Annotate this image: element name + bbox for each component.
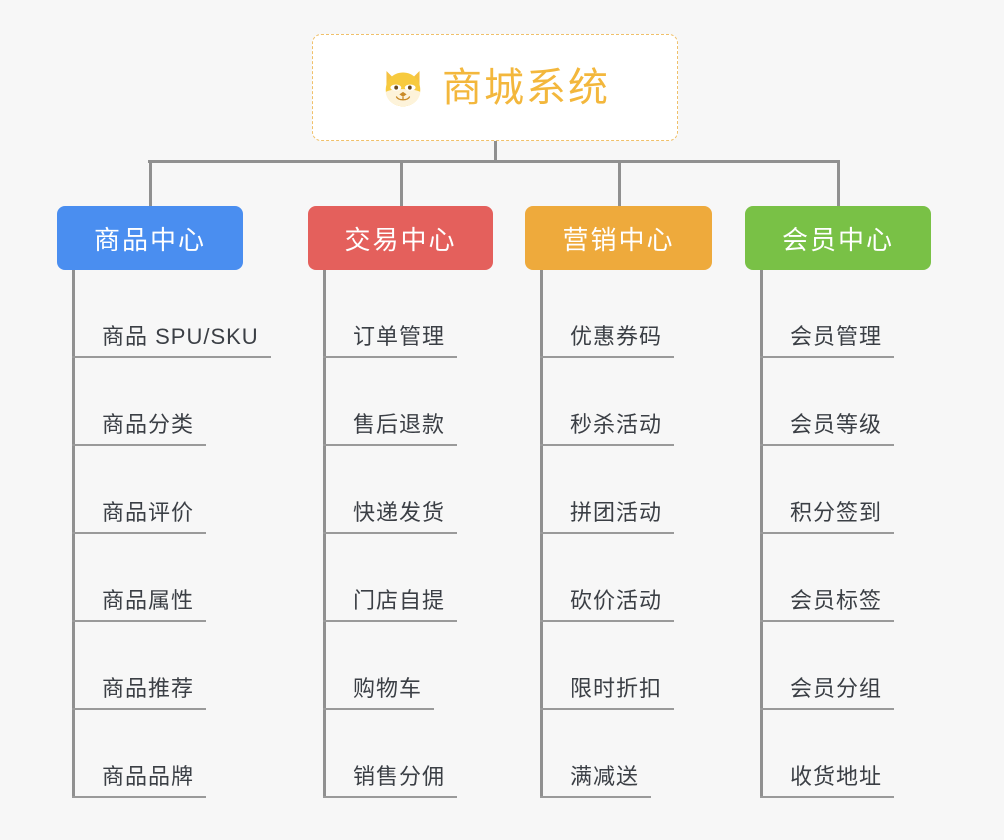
branch-header-label: 商品中心 [93, 224, 206, 255]
leaf-item-label: 快递发货 [323, 502, 458, 534]
branch-rail-4 [760, 270, 763, 798]
root-node[interactable]: 商城系统 [312, 34, 678, 141]
leaf-item[interactable]: 会员等级 [760, 358, 895, 446]
branch-header-label: 交易中心 [344, 224, 457, 255]
leaf-item[interactable]: 商品分类 [72, 358, 271, 446]
leaf-item-label: 会员管理 [760, 326, 895, 358]
branch-rail-3 [540, 270, 543, 798]
leaf-item-label: 商品推荐 [72, 678, 207, 710]
leaf-item[interactable]: 拼团活动 [540, 446, 675, 534]
connector-drop-2 [400, 160, 403, 208]
leaf-item[interactable]: 会员分组 [760, 622, 895, 710]
leaf-item[interactable]: 会员管理 [760, 270, 895, 358]
leaf-item-label: 满减送 [540, 766, 652, 798]
leaf-item-label: 砍价活动 [540, 590, 675, 622]
leaf-item[interactable]: 商品推荐 [72, 622, 271, 710]
leaf-item-label: 门店自提 [323, 590, 458, 622]
leaf-item[interactable]: 秒杀活动 [540, 358, 675, 446]
leaf-item-label: 售后退款 [323, 414, 458, 446]
connector-drop-4 [837, 160, 840, 208]
connector-drop-3 [618, 160, 621, 208]
connector-drop-1 [149, 160, 152, 208]
leaf-item-label: 限时折扣 [540, 678, 675, 710]
leaf-item[interactable]: 限时折扣 [540, 622, 675, 710]
leaf-item[interactable]: 砍价活动 [540, 534, 675, 622]
leaf-item[interactable]: 门店自提 [323, 534, 458, 622]
leaf-item[interactable]: 优惠券码 [540, 270, 675, 358]
leaf-item[interactable]: 商品 SPU/SKU [72, 270, 271, 358]
leaf-item-label: 秒杀活动 [540, 414, 675, 446]
leaf-item-label: 商品 SPU/SKU [72, 326, 271, 358]
connector-horizontal-bus [148, 160, 839, 163]
root-title: 商城系统 [442, 65, 610, 110]
dog-face-icon [380, 66, 426, 112]
leaf-item-label: 会员等级 [760, 414, 895, 446]
branch-items-4: 会员管理会员等级积分签到会员标签会员分组收货地址 [760, 270, 895, 798]
leaf-item[interactable]: 购物车 [323, 622, 457, 710]
leaf-item-label: 订单管理 [323, 326, 458, 358]
leaf-item[interactable]: 售后退款 [323, 358, 458, 446]
branch-header-label: 营销中心 [562, 224, 675, 255]
branch-header-2[interactable]: 交易中心 [308, 206, 493, 270]
leaf-item[interactable]: 快递发货 [323, 446, 458, 534]
connector-root-stub [494, 141, 497, 163]
leaf-item-label: 收货地址 [760, 766, 895, 798]
leaf-item[interactable]: 积分签到 [760, 446, 895, 534]
leaf-item-label: 商品属性 [72, 590, 207, 622]
branch-rail-1 [72, 270, 75, 798]
branch-header-4[interactable]: 会员中心 [745, 206, 931, 270]
leaf-item-label: 商品评价 [72, 502, 207, 534]
leaf-item-label: 商品分类 [72, 414, 207, 446]
branch-items-1: 商品 SPU/SKU 商品分类商品评价商品属性商品推荐商品品牌 [72, 270, 271, 798]
leaf-item-label: 会员分组 [760, 678, 895, 710]
leaf-item[interactable]: 商品评价 [72, 446, 271, 534]
leaf-item[interactable]: 订单管理 [323, 270, 458, 358]
leaf-item-label: 会员标签 [760, 590, 895, 622]
leaf-item-label: 销售分佣 [323, 766, 458, 798]
leaf-item-label: 积分签到 [760, 502, 895, 534]
branch-header-label: 会员中心 [781, 224, 894, 255]
branch-items-2: 订单管理售后退款快递发货门店自提购物车销售分佣 [323, 270, 458, 798]
branch-items-3: 优惠券码秒杀活动拼团活动砍价活动限时折扣满减送 [540, 270, 675, 798]
leaf-item[interactable]: 商品品牌 [72, 710, 271, 798]
leaf-item[interactable]: 满减送 [540, 710, 674, 798]
leaf-item-label: 商品品牌 [72, 766, 207, 798]
leaf-item-label: 优惠券码 [540, 326, 675, 358]
leaf-item[interactable]: 收货地址 [760, 710, 895, 798]
leaf-item-label: 拼团活动 [540, 502, 675, 534]
leaf-item-label: 购物车 [323, 678, 435, 710]
branch-header-3[interactable]: 营销中心 [525, 206, 712, 270]
leaf-item[interactable]: 会员标签 [760, 534, 895, 622]
branch-header-1[interactable]: 商品中心 [57, 206, 243, 270]
branch-rail-2 [323, 270, 326, 798]
leaf-item[interactable]: 销售分佣 [323, 710, 458, 798]
leaf-item[interactable]: 商品属性 [72, 534, 271, 622]
